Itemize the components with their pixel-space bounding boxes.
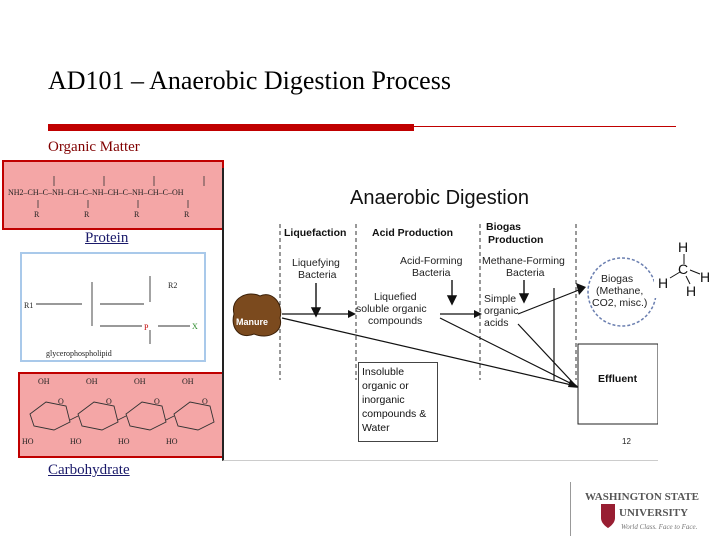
- protein-r-group: R: [84, 210, 90, 219]
- wsu-logo-tagline: World Class. Face to Face.: [621, 523, 698, 531]
- biogas-line2: (Methane,: [596, 285, 643, 297]
- lipid-panel: R1 R2 X P glycerophospholipid: [20, 252, 206, 362]
- sugar-ho-label: HO: [70, 437, 82, 446]
- diagram-title: Anaerobic Digestion: [350, 187, 529, 209]
- protein-structure: NH2–CH–C–NH–CH–C–NH–CH–C–NH–CH–C–OH R R …: [8, 176, 205, 219]
- methane-forming-bacteria-line2: Bacteria: [506, 267, 545, 279]
- sugar-o-label: O: [106, 397, 112, 406]
- wsu-logo-line1: WASHINGTON STATE: [585, 491, 699, 503]
- biogas-line3: CO2, misc.): [592, 297, 647, 309]
- stage-biogas-line1: Biogas: [486, 221, 521, 233]
- glycerophospholipid-structure: R1 R2 X P glycerophospholipid: [24, 276, 198, 358]
- methane-molecule: H C H H H: [654, 238, 718, 299]
- sugar-oh-label: OH: [134, 377, 146, 386]
- sugar-oh-label: OH: [182, 377, 194, 386]
- effluent-box: [577, 343, 659, 425]
- wsu-shield-icon: [601, 504, 615, 528]
- methane-c: C: [678, 261, 688, 277]
- protein-chain: NH2–CH–C–NH–CH–C–NH–CH–C–NH–CH–C–OH: [8, 188, 184, 197]
- sugar-oh-label: OH: [86, 377, 98, 386]
- methane-h-bottom: H: [686, 283, 696, 298]
- wsu-logo: WASHINGTON STATE UNIVERSITY World Class.…: [570, 482, 717, 536]
- methane-h-left: H: [658, 275, 668, 291]
- biogas-line1: Biogas: [601, 273, 633, 285]
- simple-acids-line1: Simple: [484, 293, 516, 305]
- sugar-ho-label: HO: [22, 437, 34, 446]
- protein-r-group: R: [184, 210, 190, 219]
- insoluble-compounds-box: Insoluble organic or inorganic compounds…: [358, 362, 438, 442]
- stage-biogas-line2: Production: [488, 234, 543, 246]
- carbohydrate-label: Carbohydrate: [48, 462, 130, 478]
- liquefying-bacteria-line1: Liquefying: [292, 257, 340, 269]
- methane-h-top: H: [678, 239, 688, 255]
- lipid-r1: R1: [24, 301, 33, 310]
- digestion-flow-svg: Anaerobic Digestion Liquefaction Acid Pr…: [232, 187, 659, 446]
- protein-r-group: R: [134, 210, 140, 219]
- lipid-x: X: [192, 322, 198, 331]
- slide-title: AD101 – Anaerobic Digestion Process: [48, 66, 451, 95]
- protein-panel: NH2–CH–C–NH–CH–C–NH–CH–C–NH–CH–C–OH R R …: [2, 160, 224, 230]
- sugar-ho-label: HO: [166, 437, 178, 446]
- stage-liquefaction: Liquefaction: [284, 227, 346, 239]
- svg-text:P: P: [144, 323, 149, 332]
- protein-label: Protein: [85, 230, 129, 246]
- carbohydrate-structure: OH OH OH OH HO HO HO HO O O O O: [22, 377, 215, 446]
- liquefied-line1: Liquefied: [374, 291, 417, 303]
- diagram-page-number: 12: [622, 437, 631, 446]
- manure-label: Manure: [236, 317, 268, 327]
- manure-blob: [232, 293, 282, 337]
- acid-forming-bacteria-line2: Bacteria: [412, 267, 451, 279]
- protein-r-group: R: [34, 210, 40, 219]
- effluent-label: Effluent: [598, 373, 638, 385]
- lipid-r2: R2: [168, 281, 177, 290]
- sugar-o-label: O: [154, 397, 160, 406]
- methane-forming-bacteria-line1: Methane-Forming: [482, 255, 565, 267]
- simple-acids-line2: organic: [484, 305, 518, 317]
- organic-matter-label: Organic Matter: [48, 139, 140, 155]
- liquefied-line3: compounds: [368, 315, 422, 327]
- phospholipid-caption: glycerophospholipid: [46, 349, 112, 358]
- wsu-logo-line2: UNIVERSITY: [619, 507, 688, 519]
- acid-forming-bacteria-line1: Acid-Forming: [400, 255, 463, 267]
- liquefied-line2: soluble organic: [356, 303, 427, 315]
- liquefying-bacteria-line2: Bacteria: [298, 269, 337, 281]
- sugar-o-label: O: [58, 397, 64, 406]
- title-rule-thin: [414, 126, 676, 127]
- title-rule-thick: [48, 124, 414, 131]
- methane-h-right: H: [700, 269, 710, 285]
- anaerobic-digestion-diagram: Anaerobic Digestion Liquefaction Acid Pr…: [222, 168, 659, 461]
- wsu-logo-svg: WASHINGTON STATE UNIVERSITY World Class.…: [585, 491, 699, 531]
- stage-acid-production: Acid Production: [372, 227, 453, 239]
- sugar-o-label: O: [202, 397, 208, 406]
- simple-acids-line3: acids: [484, 317, 509, 329]
- carbohydrate-panel: OH OH OH OH HO HO HO HO O O O O: [18, 372, 230, 458]
- sugar-ho-label: HO: [118, 437, 130, 446]
- sugar-oh-label: OH: [38, 377, 50, 386]
- methane-svg: H C H H H: [658, 239, 710, 299]
